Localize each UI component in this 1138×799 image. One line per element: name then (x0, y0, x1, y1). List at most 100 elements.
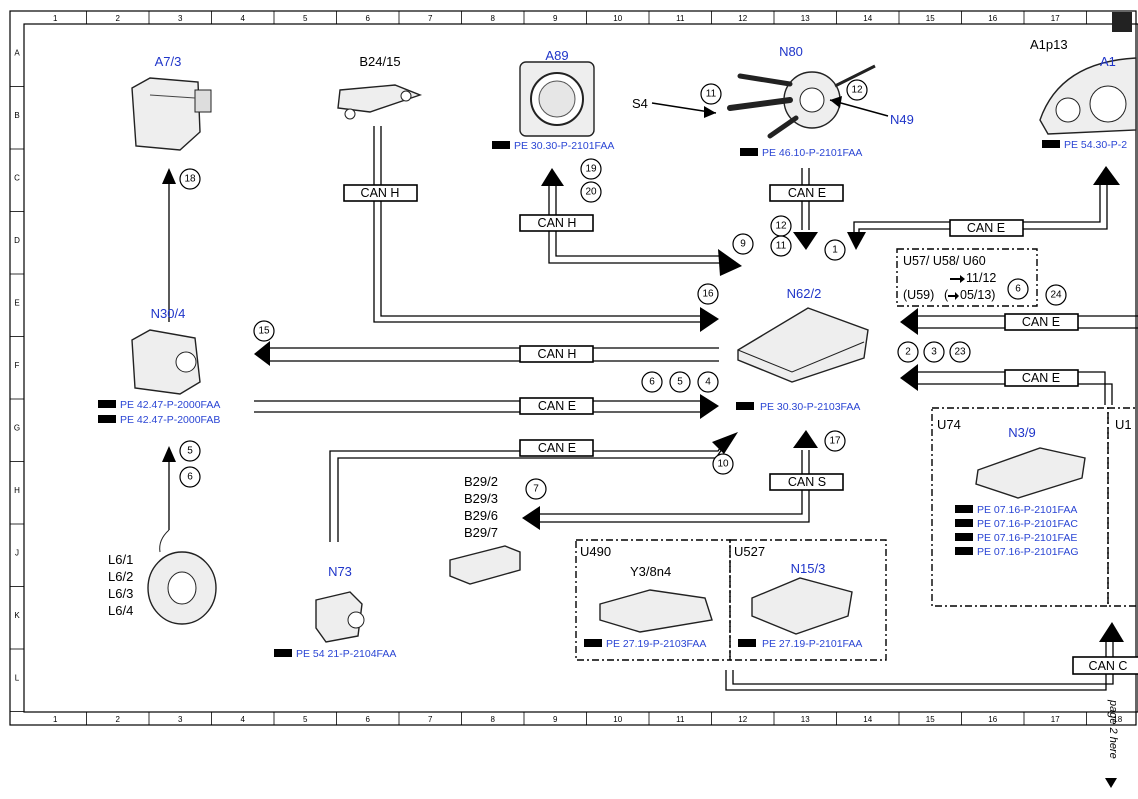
grid-row-G: G (14, 423, 20, 432)
ref-n30-4-faa[interactable]: PE 42.47-P-2000FAA (98, 399, 220, 411)
can-c-label-cut: CAN C (1089, 659, 1128, 673)
callout-1: 1 (824, 239, 846, 261)
ref-n62-2[interactable]: PE 30.30-P-2103FAA (736, 401, 860, 413)
svg-text:PE 27.19-P-2103FAA: PE 27.19-P-2103FAA (606, 638, 706, 650)
callout-10: 10 (712, 453, 734, 475)
drawing-frame (9, 10, 1138, 726)
label-n73: N73 (328, 564, 352, 579)
component-n73-drawing (315, 591, 365, 643)
label-l6-2: L6/2 (108, 569, 133, 584)
svg-text:4: 4 (705, 377, 711, 388)
svg-text:6: 6 (649, 377, 655, 388)
svg-text:PE 07.16-P-2101FAC: PE 07.16-P-2101FAC (977, 518, 1078, 530)
label-a7-3: A7/3 (155, 54, 182, 69)
ref-n3-9-faa[interactable]: PE 07.16-P-2101FAA (955, 504, 1077, 516)
grid-col-8-top: 8 (491, 14, 496, 23)
ref-y3-8n4[interactable]: PE 27.19-P-2103FAA (584, 638, 706, 650)
svg-text:23: 23 (954, 347, 966, 358)
ref-n30-4-fab[interactable]: PE 42.47-P-2000FAB (98, 414, 220, 426)
can-e-label-n73: CAN E (538, 441, 576, 455)
grid-col-4-top: 4 (241, 14, 246, 23)
grid-col-15-bottom: 15 (926, 715, 935, 724)
pointing-hand-icon (740, 148, 758, 156)
callout-7: 7 (525, 478, 547, 500)
grid-col-7-top: 7 (428, 14, 433, 23)
grid-row-D: D (14, 236, 20, 245)
callout-15: 15 (253, 320, 275, 342)
svg-text:PE 42.47-P-2000FAA: PE 42.47-P-2000FAA (120, 399, 220, 411)
svg-text:PE 54.30-P-2: PE 54.30-P-2 (1064, 139, 1127, 151)
component-a89-drawing (519, 61, 595, 137)
grid-col-7-bottom: 7 (428, 715, 433, 724)
ref-n3-9-fac[interactable]: PE 07.16-P-2101FAC (955, 518, 1078, 530)
svg-text:3: 3 (931, 347, 937, 358)
svg-text:PE 42.47-P-2000FAB: PE 42.47-P-2000FAB (120, 414, 220, 426)
grid-row-K: K (14, 611, 20, 620)
label-a1: A1 (1100, 54, 1116, 69)
grid-col-18-bottom: 18 (1113, 715, 1122, 724)
svg-text:17: 17 (829, 436, 841, 447)
group-boxes (575, 248, 1138, 661)
component-y3-8n4-drawing (599, 589, 713, 633)
grid-col-5-top: 5 (303, 14, 308, 23)
svg-text:page 2 here: page 2 here (1107, 699, 1119, 759)
grid-col-6-top: 6 (366, 14, 371, 23)
ref-n80[interactable]: PE 46.10-P-2101FAA (740, 147, 862, 159)
callout-24: 24 (1045, 284, 1067, 306)
label-a89: A89 (545, 48, 568, 63)
svg-text:PE 30.30-P-2101FAA: PE 30.30-P-2101FAA (514, 140, 614, 152)
grid-col-11-top: 11 (676, 14, 685, 23)
ref-n3-9-fag[interactable]: PE 07.16-P-2101FAG (955, 546, 1079, 558)
component-b29-drawing (449, 545, 521, 585)
can-e-label-a1: CAN E (967, 221, 1005, 235)
grid-col-10-top: 10 (613, 14, 622, 23)
grid-col-3-bottom: 3 (178, 715, 183, 724)
svg-text:24: 24 (1050, 290, 1062, 301)
label-u1-cut: U1 (1115, 417, 1132, 432)
grid-col-16-top: 16 (988, 14, 997, 23)
callout-12: 12 (846, 79, 868, 101)
svg-text:10: 10 (717, 459, 729, 470)
svg-text:12: 12 (851, 85, 863, 96)
pointing-hand-icon (955, 547, 973, 555)
svg-text:18: 18 (184, 174, 196, 185)
svg-text:12: 12 (775, 221, 787, 232)
variant-line-3a: (U59) (903, 288, 934, 302)
svg-text:PE 54 21-P-2104FAA: PE 54 21-P-2104FAA (296, 648, 396, 660)
label-y3-8n4: Y3/8n4 (630, 564, 671, 579)
label-n30-4: N30/4 (151, 306, 186, 321)
callout-3: 3 (923, 341, 945, 363)
arrowheads (162, 166, 1124, 642)
component-n30-4-drawing (131, 329, 201, 395)
pointing-hand-icon (955, 519, 973, 527)
can-e-label-left: CAN E (538, 399, 576, 413)
ref-n3-9-fae[interactable]: PE 07.16-P-2101FAE (955, 532, 1077, 544)
svg-text:PE 07.16-P-2101FAG: PE 07.16-P-2101FAG (977, 546, 1079, 558)
callout-2: 2 (897, 341, 919, 363)
can-e-label-n80: CAN E (788, 186, 826, 200)
pointing-hand-icon (736, 402, 754, 410)
page-corner-marker (1112, 12, 1132, 32)
ref-n73[interactable]: PE 54 21-P-2104FAA (274, 648, 396, 660)
grid-col-9-bottom: 9 (553, 715, 558, 724)
grid-col-1-top: 1 (53, 14, 58, 23)
grid-column-labels: 1122334455667788991010111112121313141415… (53, 11, 1123, 725)
callout-12: 12 (770, 215, 792, 237)
callout-18: 18 (179, 168, 201, 190)
grid-col-3-top: 3 (178, 14, 183, 23)
grid-col-2-top: 2 (116, 14, 121, 23)
variant-line-3b: 05/13) (960, 288, 995, 302)
grid-col-8-bottom: 8 (491, 715, 496, 724)
ref-a1[interactable]: PE 54.30-P-2 (1042, 139, 1127, 151)
component-a1-cluster-drawing (1039, 57, 1137, 135)
grid-row-C: C (14, 173, 20, 182)
component-n15-3-drawing (751, 577, 853, 635)
ref-a89[interactable]: PE 30.30-P-2101FAA (492, 140, 614, 152)
ref-n15-3[interactable]: PE 27.19-P-2101FAA (738, 638, 862, 650)
grid-row-L: L (15, 673, 20, 682)
component-n62-2-drawing (737, 307, 869, 383)
label-u527: U527 (734, 544, 765, 559)
grid-row-F: F (15, 361, 20, 370)
callout-6: 6 (1007, 278, 1029, 300)
